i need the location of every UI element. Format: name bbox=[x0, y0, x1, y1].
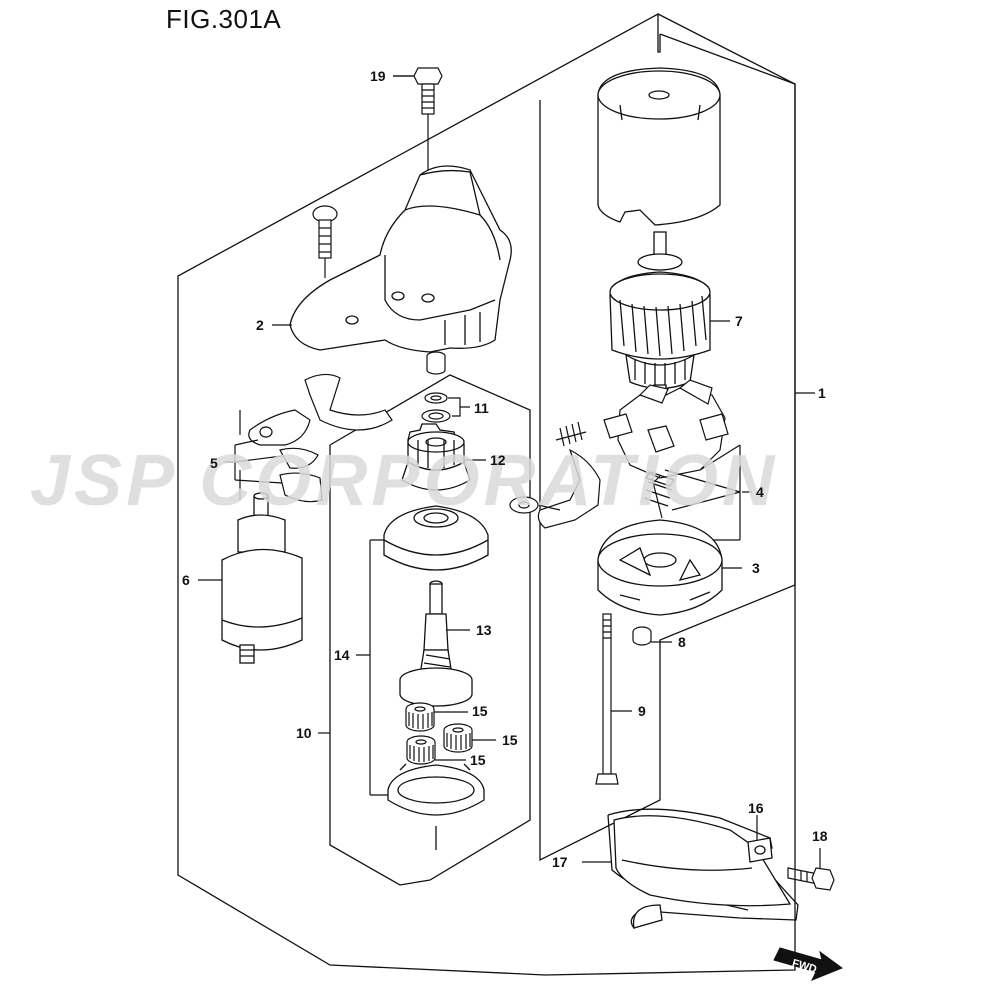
planet-gear-b bbox=[443, 723, 473, 753]
callout-4: 4 bbox=[756, 484, 764, 500]
bolt-18 bbox=[787, 848, 835, 891]
through-bolt-9 bbox=[595, 613, 632, 785]
callout-1: 1 bbox=[818, 385, 826, 401]
callout-2: 2 bbox=[256, 317, 264, 333]
callout-10: 10 bbox=[296, 725, 312, 741]
callout-14: 14 bbox=[334, 647, 350, 663]
callout-9: 9 bbox=[638, 703, 646, 719]
housing-bolt bbox=[312, 205, 338, 278]
output-shaft-13 bbox=[399, 580, 473, 707]
callout-19: 19 bbox=[370, 68, 386, 84]
ring-gear bbox=[387, 763, 485, 850]
callout-15c: 15 bbox=[470, 752, 486, 768]
pinion-gear-12 bbox=[401, 423, 486, 491]
callout-5: 5 bbox=[210, 455, 218, 471]
solenoid-6 bbox=[221, 492, 303, 664]
planet-gears-15 bbox=[405, 702, 496, 765]
callout-17: 17 bbox=[552, 854, 568, 870]
end-plate-3 bbox=[597, 519, 742, 616]
mount-bracket-17 bbox=[582, 808, 799, 929]
brush-holder-4 bbox=[509, 379, 729, 529]
leader-14 bbox=[356, 539, 388, 796]
callout-3: 3 bbox=[752, 560, 760, 576]
callout-15a: 15 bbox=[472, 703, 488, 719]
carrier-plate bbox=[383, 505, 489, 571]
callout-16: 16 bbox=[748, 800, 764, 816]
gear-housing-2 bbox=[289, 165, 512, 353]
watermark: JSP CORPORATION bbox=[30, 441, 779, 521]
outer-frame bbox=[177, 12, 796, 976]
callout-12: 12 bbox=[490, 452, 506, 468]
armature-7 bbox=[609, 231, 730, 398]
callout-13: 13 bbox=[476, 622, 492, 638]
fwd-arrow: FWD bbox=[773, 947, 844, 981]
planet-gear-a bbox=[405, 702, 435, 732]
right-subframe bbox=[539, 33, 796, 862]
gear-subframe bbox=[329, 374, 531, 886]
callout-11: 11 bbox=[474, 400, 489, 416]
planet-gear-c bbox=[406, 735, 436, 765]
bushing bbox=[426, 351, 446, 375]
figure-title: FIG.301A bbox=[166, 4, 282, 34]
leader-5 bbox=[225, 439, 283, 484]
callout-6: 6 bbox=[182, 572, 190, 588]
motor-yoke bbox=[597, 67, 721, 226]
callout-8: 8 bbox=[678, 634, 686, 650]
screw-8 bbox=[632, 626, 672, 646]
leader-4 bbox=[620, 444, 752, 541]
washers-11 bbox=[421, 392, 470, 423]
callout-18: 18 bbox=[812, 828, 828, 844]
lever-parts-5 bbox=[239, 373, 393, 503]
callout-15b: 15 bbox=[502, 732, 518, 748]
callout-7: 7 bbox=[735, 313, 743, 329]
